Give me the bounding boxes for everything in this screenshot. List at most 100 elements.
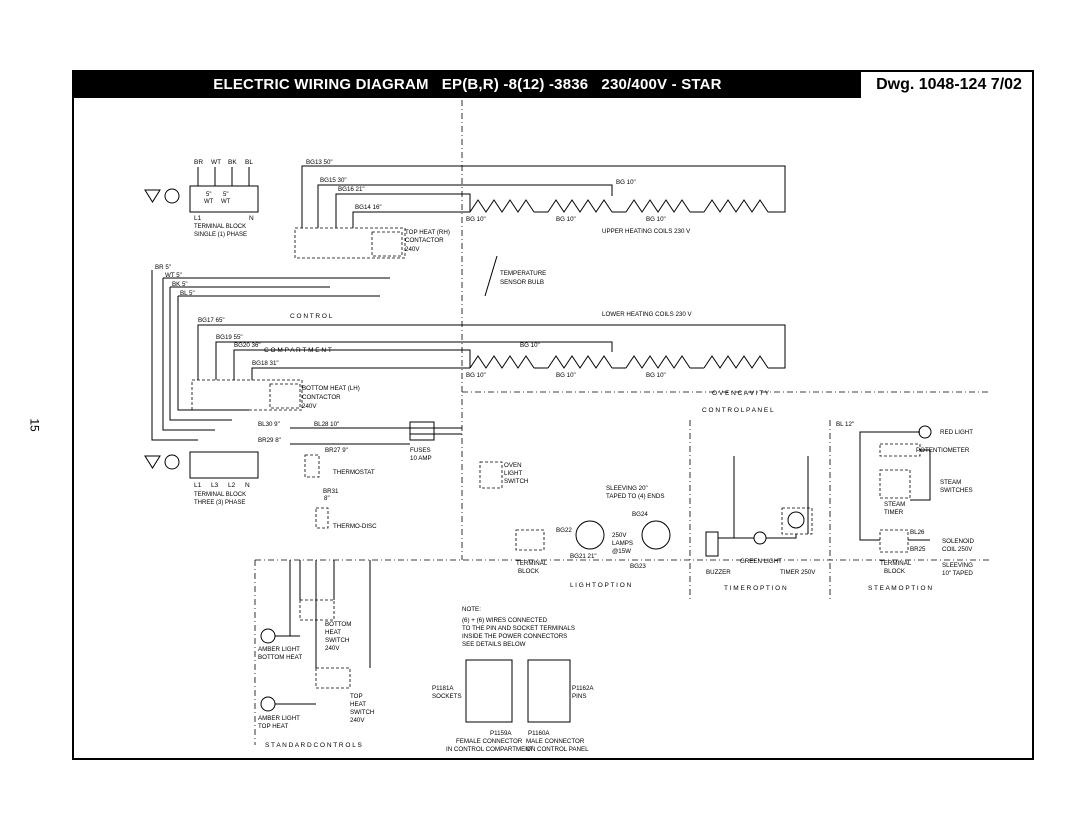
red-light-icon bbox=[918, 425, 932, 439]
p1181a-label: P1181A bbox=[432, 685, 454, 692]
wire-bl28: BL28 10" bbox=[314, 421, 339, 428]
note-line-3: TO THE PIN AND SOCKET TERMINALS bbox=[462, 625, 575, 632]
earth-ground-icon bbox=[164, 188, 180, 204]
top-heat-switch: TOP HEAT SWITCH 240V bbox=[315, 667, 374, 724]
lamp-icon bbox=[641, 520, 671, 550]
upper-coils-label: UPPER HEATING COILS 230 V bbox=[602, 228, 691, 235]
steam-terminal-label: TERMINAL bbox=[880, 560, 912, 567]
male-connector-label: MALE CONNECTOR bbox=[526, 738, 585, 745]
p1162a-label: P1162A bbox=[572, 685, 594, 692]
wire-br29: BR29 8" bbox=[258, 437, 281, 444]
terminal-block-single-phase: BR WT BK BL 5" WT 5" WT L1 N TERMINAL BL… bbox=[144, 159, 259, 238]
bottom-contactor-label: BOTTOM HEAT (LH) bbox=[302, 385, 360, 392]
thermostat: THERMOSTAT BR31 8" THERMO-DISC bbox=[304, 454, 377, 530]
pin-connector: P1162A PINS P1160A MALE CONNECTOR ON CON… bbox=[526, 659, 594, 753]
light-option-label: L I G H T O P T I O N bbox=[570, 582, 632, 589]
temp-sensor-label: TEMPERATURE bbox=[500, 270, 546, 277]
tb1-name: TERMINAL BLOCK bbox=[194, 224, 246, 230]
tb3-l3: L3 bbox=[211, 482, 219, 489]
steam-option-label: S T E A M O P T I O N bbox=[868, 585, 932, 592]
bottom-contactor-voltage: 240V bbox=[302, 403, 317, 410]
control-label: C O N T R O L bbox=[290, 313, 333, 320]
pins-label: PINS bbox=[572, 693, 586, 700]
thermostat-label: THERMOSTAT bbox=[333, 469, 375, 476]
lamps-voltage: 250V bbox=[612, 532, 627, 539]
top-switch-label-2: HEAT bbox=[350, 701, 366, 708]
tb1-l1: L1 bbox=[194, 215, 202, 222]
tb1-n: N bbox=[249, 215, 254, 222]
amber-top-label-2: TOP HEAT bbox=[258, 723, 288, 730]
tb3-name: TERMINAL BLOCK bbox=[194, 492, 246, 498]
solenoid-label-2: COIL 250V bbox=[942, 546, 973, 553]
bottom-contactor-type: CONTACTOR bbox=[302, 394, 341, 401]
temp-sensor-label-2: SENSOR BULB bbox=[500, 279, 544, 286]
timer-dial-icon bbox=[787, 511, 805, 529]
tb1-jumper1: 5" bbox=[206, 192, 211, 198]
wire-bg19: BG19 55" bbox=[216, 334, 243, 341]
steam-sleeving-label-2: 10" TAPED bbox=[942, 570, 973, 577]
wire-bg21: BG21 21" bbox=[570, 553, 597, 560]
wire-bl30: BL30 9" bbox=[258, 421, 280, 428]
steam-option: BL 12" RED LIGHT POTENTIOMETER STEAM SWI… bbox=[836, 421, 975, 592]
wire-bg17: BG17 65" bbox=[198, 317, 225, 324]
buzzer-icon bbox=[705, 531, 719, 557]
fuses: FUSES 10 AMP bbox=[409, 421, 435, 462]
tb1-jumper2-color: WT bbox=[221, 199, 231, 205]
steam-sleeving-label: SLEEVING bbox=[942, 562, 973, 569]
wire-bl12: BL 12" bbox=[836, 421, 854, 428]
wire-bg16: BG16 21" bbox=[338, 186, 365, 193]
earth-ground-icon bbox=[164, 454, 180, 470]
oven-light-switch: OVEN LIGHT SWITCH bbox=[479, 461, 528, 489]
wire-bg18: BG18 31" bbox=[252, 360, 279, 367]
top-contactor-type: CONTACTOR bbox=[405, 237, 444, 244]
tb1-jumper2: 5" bbox=[223, 192, 228, 198]
ground-triangle-icon bbox=[144, 455, 161, 469]
top-contactor-label: TOP HEAT (RH) bbox=[405, 229, 450, 236]
wire-br27: BR27 9" bbox=[325, 447, 348, 454]
tb1-wire-br: BR bbox=[194, 159, 203, 166]
lower-coil-lead-4: BG 10" bbox=[520, 342, 540, 349]
fuses-label: FUSES bbox=[410, 447, 431, 454]
buzzer-label: BUZZER bbox=[706, 569, 731, 576]
drawing-number: Dwg. 1048-124 7/02 bbox=[876, 76, 1022, 93]
bottom-heat-switch: BOTTOM HEAT SWITCH 240V bbox=[299, 599, 351, 652]
tb3-l1: L1 bbox=[194, 482, 202, 489]
red-light-label: RED LIGHT bbox=[940, 429, 973, 436]
light-terminal-label-2: BLOCK bbox=[518, 568, 540, 575]
amber-bottom-label-2: BOTTOM HEAT bbox=[258, 654, 302, 661]
steam-terminal-label-2: BLOCK bbox=[884, 568, 906, 575]
wire-br5: BR 5" bbox=[155, 264, 171, 271]
wire-br31-length: 8" bbox=[324, 495, 330, 502]
steam-timer-label-2: TIMER bbox=[884, 509, 904, 516]
light-terminal-block bbox=[515, 529, 545, 551]
wire-br25: BR25 bbox=[910, 546, 926, 553]
oven-light-label-2: LIGHT bbox=[504, 470, 522, 477]
wire-bg24: BG24 bbox=[632, 511, 648, 518]
steam-switches-label-2: SWITCHES bbox=[940, 487, 973, 494]
amber-light-bottom-icon bbox=[260, 628, 276, 644]
lower-coil-lead-3: BG 10" bbox=[646, 372, 666, 379]
female-connector-location: IN CONTROL COMPARTMENT bbox=[446, 746, 534, 753]
solenoid-label: SOLENOID bbox=[942, 538, 975, 545]
wire-bg14: BG14 16" bbox=[355, 204, 382, 211]
top-heat-contactor: TOP HEAT (RH) CONTACTOR 240V bbox=[294, 227, 450, 259]
wire-bg15: BG15 30" bbox=[320, 177, 347, 184]
timer-option: GREEN LIGHT BUZZER TIMER 250V T I M E R … bbox=[705, 456, 816, 592]
tb3-type: THREE (3) PHASE bbox=[194, 500, 245, 506]
lamps-label: LAMPS bbox=[612, 540, 633, 547]
drawing-frame bbox=[72, 70, 1034, 760]
note-label: NOTE: bbox=[462, 606, 481, 613]
tb1-wire-wt: WT bbox=[211, 159, 221, 166]
wire-br31: BR31 bbox=[323, 488, 339, 495]
top-switch-label-4: 240V bbox=[350, 717, 365, 724]
wire-bg20: BG20 36" bbox=[234, 342, 261, 349]
upper-heating-coils: BG 10" BG 10" BG 10" BG 10" UPPER HEATIN… bbox=[466, 179, 786, 235]
tb1-wire-bk: BK bbox=[228, 159, 237, 166]
amber-bottom-label: AMBER LIGHT bbox=[258, 646, 300, 653]
note-line-2: (6) + (6) WIRES CONNECTED bbox=[462, 617, 548, 624]
tb3-l2: L2 bbox=[228, 482, 236, 489]
tb1-type: SINGLE (1) PHASE bbox=[194, 232, 247, 238]
upper-coil-lead-3: BG 10" bbox=[646, 216, 666, 223]
tb3-n: N bbox=[245, 482, 250, 489]
lower-coils-label: LOWER HEATING COILS 230 V bbox=[602, 311, 693, 318]
